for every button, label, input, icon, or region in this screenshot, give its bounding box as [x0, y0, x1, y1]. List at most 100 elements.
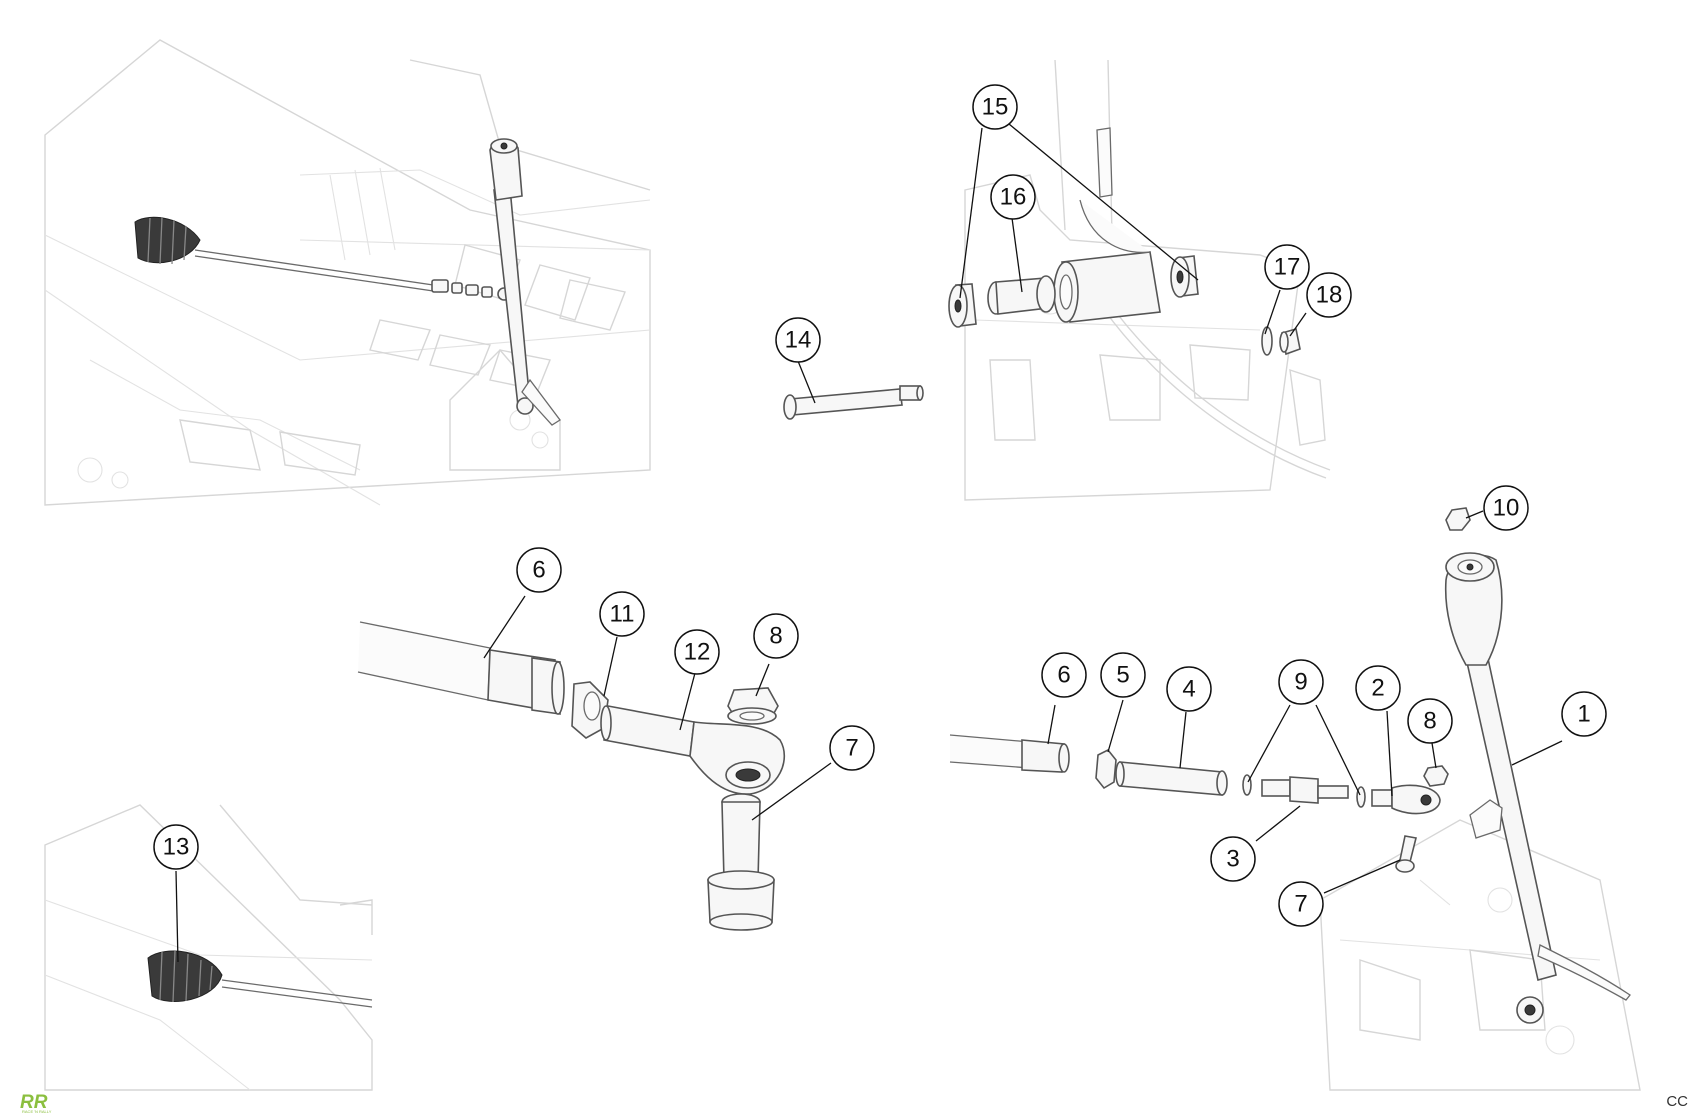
callout-6-detail: 6: [516, 547, 562, 593]
svg-text:3: 3: [1226, 846, 1239, 873]
washer-part-17: [1261, 326, 1273, 356]
leader-6a: [483, 595, 526, 659]
leader-10: [1465, 510, 1484, 519]
svg-text:14: 14: [785, 327, 812, 354]
overview-cable-lower: [194, 255, 441, 293]
svg-text:4: 4: [1182, 676, 1195, 703]
callout-7-lever: 7: [1278, 881, 1324, 927]
svg-text:6: 6: [1057, 662, 1070, 689]
detail-shift-rod-part-6: [357, 621, 565, 715]
leader-17: [1264, 289, 1281, 335]
lever-jam-nut-part-5: [1095, 748, 1117, 790]
detail-nut-part-8: [727, 687, 779, 725]
svg-text:12: 12: [684, 639, 711, 666]
svg-text:7: 7: [845, 735, 858, 762]
leader-11: [603, 636, 618, 697]
leader-15a: [959, 127, 983, 299]
svg-text:9: 9: [1294, 669, 1307, 696]
boot-detail-view: [44, 804, 373, 1091]
lever-rod-part-6: [949, 734, 1070, 773]
leader-8b: [1431, 742, 1437, 769]
leader-12: [679, 672, 696, 731]
pivot-bracket-ghost: [964, 59, 1331, 501]
lever-nut-part-8: [1423, 765, 1449, 787]
pivot-bolt-part-14: [783, 385, 924, 420]
leader-16: [1011, 217, 1023, 293]
callout-6-lever: 6: [1041, 652, 1087, 698]
svg-text:1: 1: [1577, 701, 1590, 728]
overview-rod-end-hardware: [431, 279, 511, 301]
rod-end-detail-view: [357, 621, 785, 931]
leader-lines: [175, 123, 1563, 963]
callout-9: 9: [1278, 659, 1324, 705]
callout-2: 2: [1355, 665, 1401, 711]
bushing-part-16: [987, 275, 1056, 315]
callout-8-lever: 8: [1407, 698, 1453, 744]
pivot-hardware-view: [783, 59, 1331, 501]
leader-18: [1289, 312, 1307, 337]
leader-1: [1511, 740, 1563, 766]
svg-text:2: 2: [1371, 675, 1384, 702]
svg-text:5: 5: [1116, 662, 1129, 689]
svg-text:8: 8: [1423, 708, 1436, 735]
svg-text:18: 18: [1316, 282, 1343, 309]
overview-cable-boot: [134, 216, 201, 265]
svg-text:17: 17: [1274, 254, 1301, 281]
svg-text:8: 8: [769, 623, 782, 650]
lever-assembly-view: [949, 507, 1641, 1091]
svg-text:10: 10: [1493, 495, 1520, 522]
boot-cable: [221, 979, 373, 1001]
overview-shift-lever: [489, 138, 561, 426]
lever-rod-end-part-2: [1371, 784, 1441, 815]
shift-lever-part-1: [1444, 552, 1631, 1024]
svg-text:11: 11: [610, 601, 635, 628]
overview-chassis-ghost: [44, 39, 651, 506]
lever-bolt-part-7: [1395, 835, 1417, 873]
leader-13: [175, 870, 179, 963]
callout-3: 3: [1210, 836, 1256, 882]
callout-12: 12: [674, 629, 720, 675]
boot-cable-lower: [221, 986, 373, 1008]
boot-detail-ghost: [44, 804, 373, 1091]
lever-washers-part-9: [1242, 774, 1366, 808]
corner-label: CC: [1666, 1093, 1688, 1110]
svg-text:6: 6: [532, 557, 545, 584]
leader-6b: [1047, 704, 1056, 745]
logo-tagline: RACE 'N RALLY: [22, 1109, 52, 1114]
overview-cable: [194, 249, 441, 287]
callout-15: 15: [972, 84, 1018, 130]
callout-4: 4: [1166, 666, 1212, 712]
race-n-rally-logo: RR RACE 'N RALLY: [20, 1092, 52, 1114]
detail-jam-nut-part-11: [571, 681, 609, 739]
callout-10: 10: [1483, 485, 1529, 531]
leader-4: [1179, 711, 1187, 769]
boot-part-13: [147, 950, 223, 1003]
leader-14: [797, 360, 816, 404]
detail-bolt-part-7: [707, 793, 775, 931]
leader-15b: [1008, 123, 1199, 281]
lever-coupler-part-3: [1261, 776, 1349, 804]
leader-5: [1107, 699, 1124, 753]
leader-8a: [755, 663, 770, 697]
callout-13: 13: [153, 824, 199, 870]
lever-adjuster-part-4: [1115, 761, 1228, 796]
callout-14: 14: [775, 317, 821, 363]
leader-7a: [751, 762, 832, 821]
logo-mark: RR: [20, 1092, 48, 1113]
svg-text:13: 13: [163, 834, 190, 861]
svg-text:16: 16: [1000, 184, 1027, 211]
lever-mount-ghost: [1319, 819, 1641, 1091]
svg-text:15: 15: [982, 94, 1009, 121]
detail-rod-end-part-12: [600, 705, 785, 795]
svg-text:7: 7: [1294, 891, 1307, 918]
callout-16: 16: [990, 174, 1036, 220]
leader-9b: [1315, 704, 1361, 796]
leader-2: [1386, 710, 1393, 797]
leader-9a: [1247, 704, 1291, 783]
lever-nut-part-10: [1445, 507, 1471, 531]
callout-18: 18: [1306, 272, 1352, 318]
pivot-tube: [1053, 199, 1161, 323]
leader-7b: [1323, 859, 1401, 894]
callout-11: 11: [599, 591, 645, 637]
